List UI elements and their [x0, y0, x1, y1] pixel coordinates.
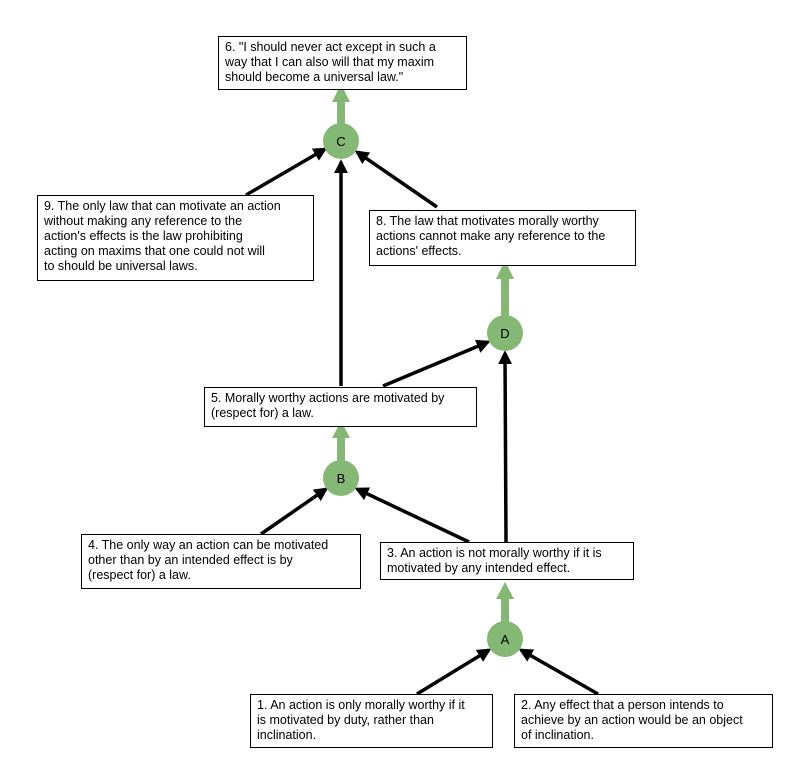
link-arrow-3-to-b	[354, 487, 470, 544]
junction-node-b: B	[323, 460, 359, 496]
junction-label-a: A	[501, 632, 510, 647]
support-arrow-d-to-8	[496, 260, 514, 316]
claim-8: 8. The law that motivates morally worthy…	[369, 210, 636, 266]
junction-label-b: B	[337, 471, 346, 486]
link-arrow-9-to-c	[245, 147, 328, 197]
support-arrow-b-to-5	[332, 421, 350, 461]
support-arrow-c-to-6	[332, 84, 350, 124]
support-arrow-a-to-3	[496, 582, 514, 622]
claim-6: 6. "I should never act except in such a …	[218, 36, 467, 90]
claim-5: 5. Morally worthy actions are motivated …	[204, 387, 477, 427]
link-arrow-1-to-a	[416, 648, 492, 696]
claim-4: 4. The only way an action can be motivat…	[81, 534, 361, 589]
claim-9: 9. The only law that can motivate an act…	[37, 195, 314, 281]
link-arrow-4-to-b	[260, 487, 329, 536]
junction-node-d: D	[487, 315, 523, 351]
junction-node-c: C	[323, 123, 359, 159]
link-arrow-2-to-a	[518, 648, 599, 696]
claim-3: 3. An action is not morally worthy if it…	[380, 542, 634, 580]
junction-label-d: D	[500, 326, 509, 341]
claim-2: 2. Any effect that a person intends to a…	[514, 694, 773, 748]
link-arrow-5-to-d	[382, 339, 491, 388]
link-arrow-8-to-c	[354, 150, 438, 209]
claim-1: 1. An action is only morally worthy if i…	[250, 694, 493, 748]
link-arrow-3-to-d	[498, 350, 513, 543]
junction-node-a: A	[487, 621, 523, 657]
junction-label-c: C	[336, 134, 345, 149]
